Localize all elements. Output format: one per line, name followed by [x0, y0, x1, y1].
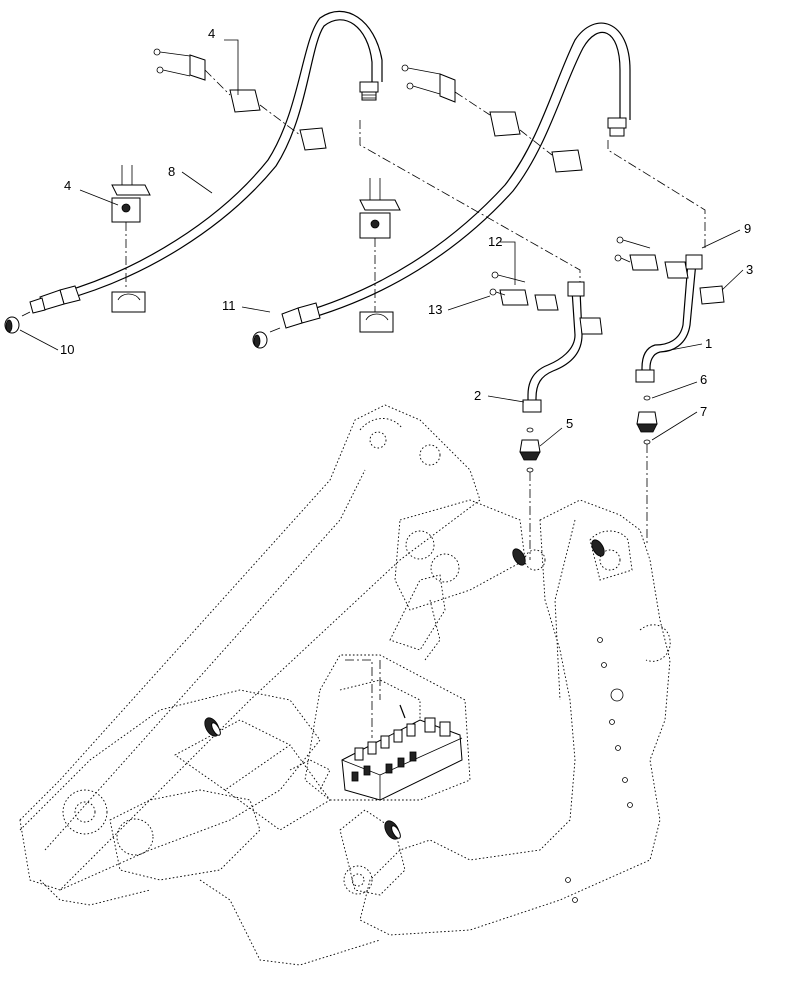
- clamps-middle: [359, 64, 583, 333]
- callout-4a: 4: [208, 26, 215, 41]
- loader-frame: [19, 404, 671, 966]
- callout-2: 2: [474, 388, 481, 403]
- callout-3: 3: [746, 262, 753, 277]
- callout-7: 7: [700, 404, 707, 419]
- callout-8: 8: [168, 164, 175, 179]
- callout-5: 5: [566, 416, 573, 431]
- tube-2: [489, 271, 603, 413]
- cylinder-pins: [204, 539, 605, 840]
- callout-6: 6: [700, 372, 707, 387]
- callout-11: 11: [222, 298, 236, 313]
- fittings: [519, 395, 658, 560]
- control-valve-block: [341, 704, 463, 801]
- callout-9: 9: [744, 221, 751, 236]
- hose-left: [4, 10, 383, 334]
- callouts: 1 2 3 4 4 5 6 7 8 9 10 11 12: [19, 26, 753, 447]
- callout-4b: 4: [64, 178, 71, 193]
- callout-13: 13: [428, 302, 442, 317]
- routing-lines: [359, 120, 706, 282]
- callout-1: 1: [705, 336, 712, 351]
- callout-10: 10: [60, 342, 74, 357]
- tube-1: [614, 236, 725, 383]
- clamps-left: [111, 48, 327, 313]
- callout-12: 12: [488, 234, 502, 249]
- hose-middle: [252, 22, 631, 349]
